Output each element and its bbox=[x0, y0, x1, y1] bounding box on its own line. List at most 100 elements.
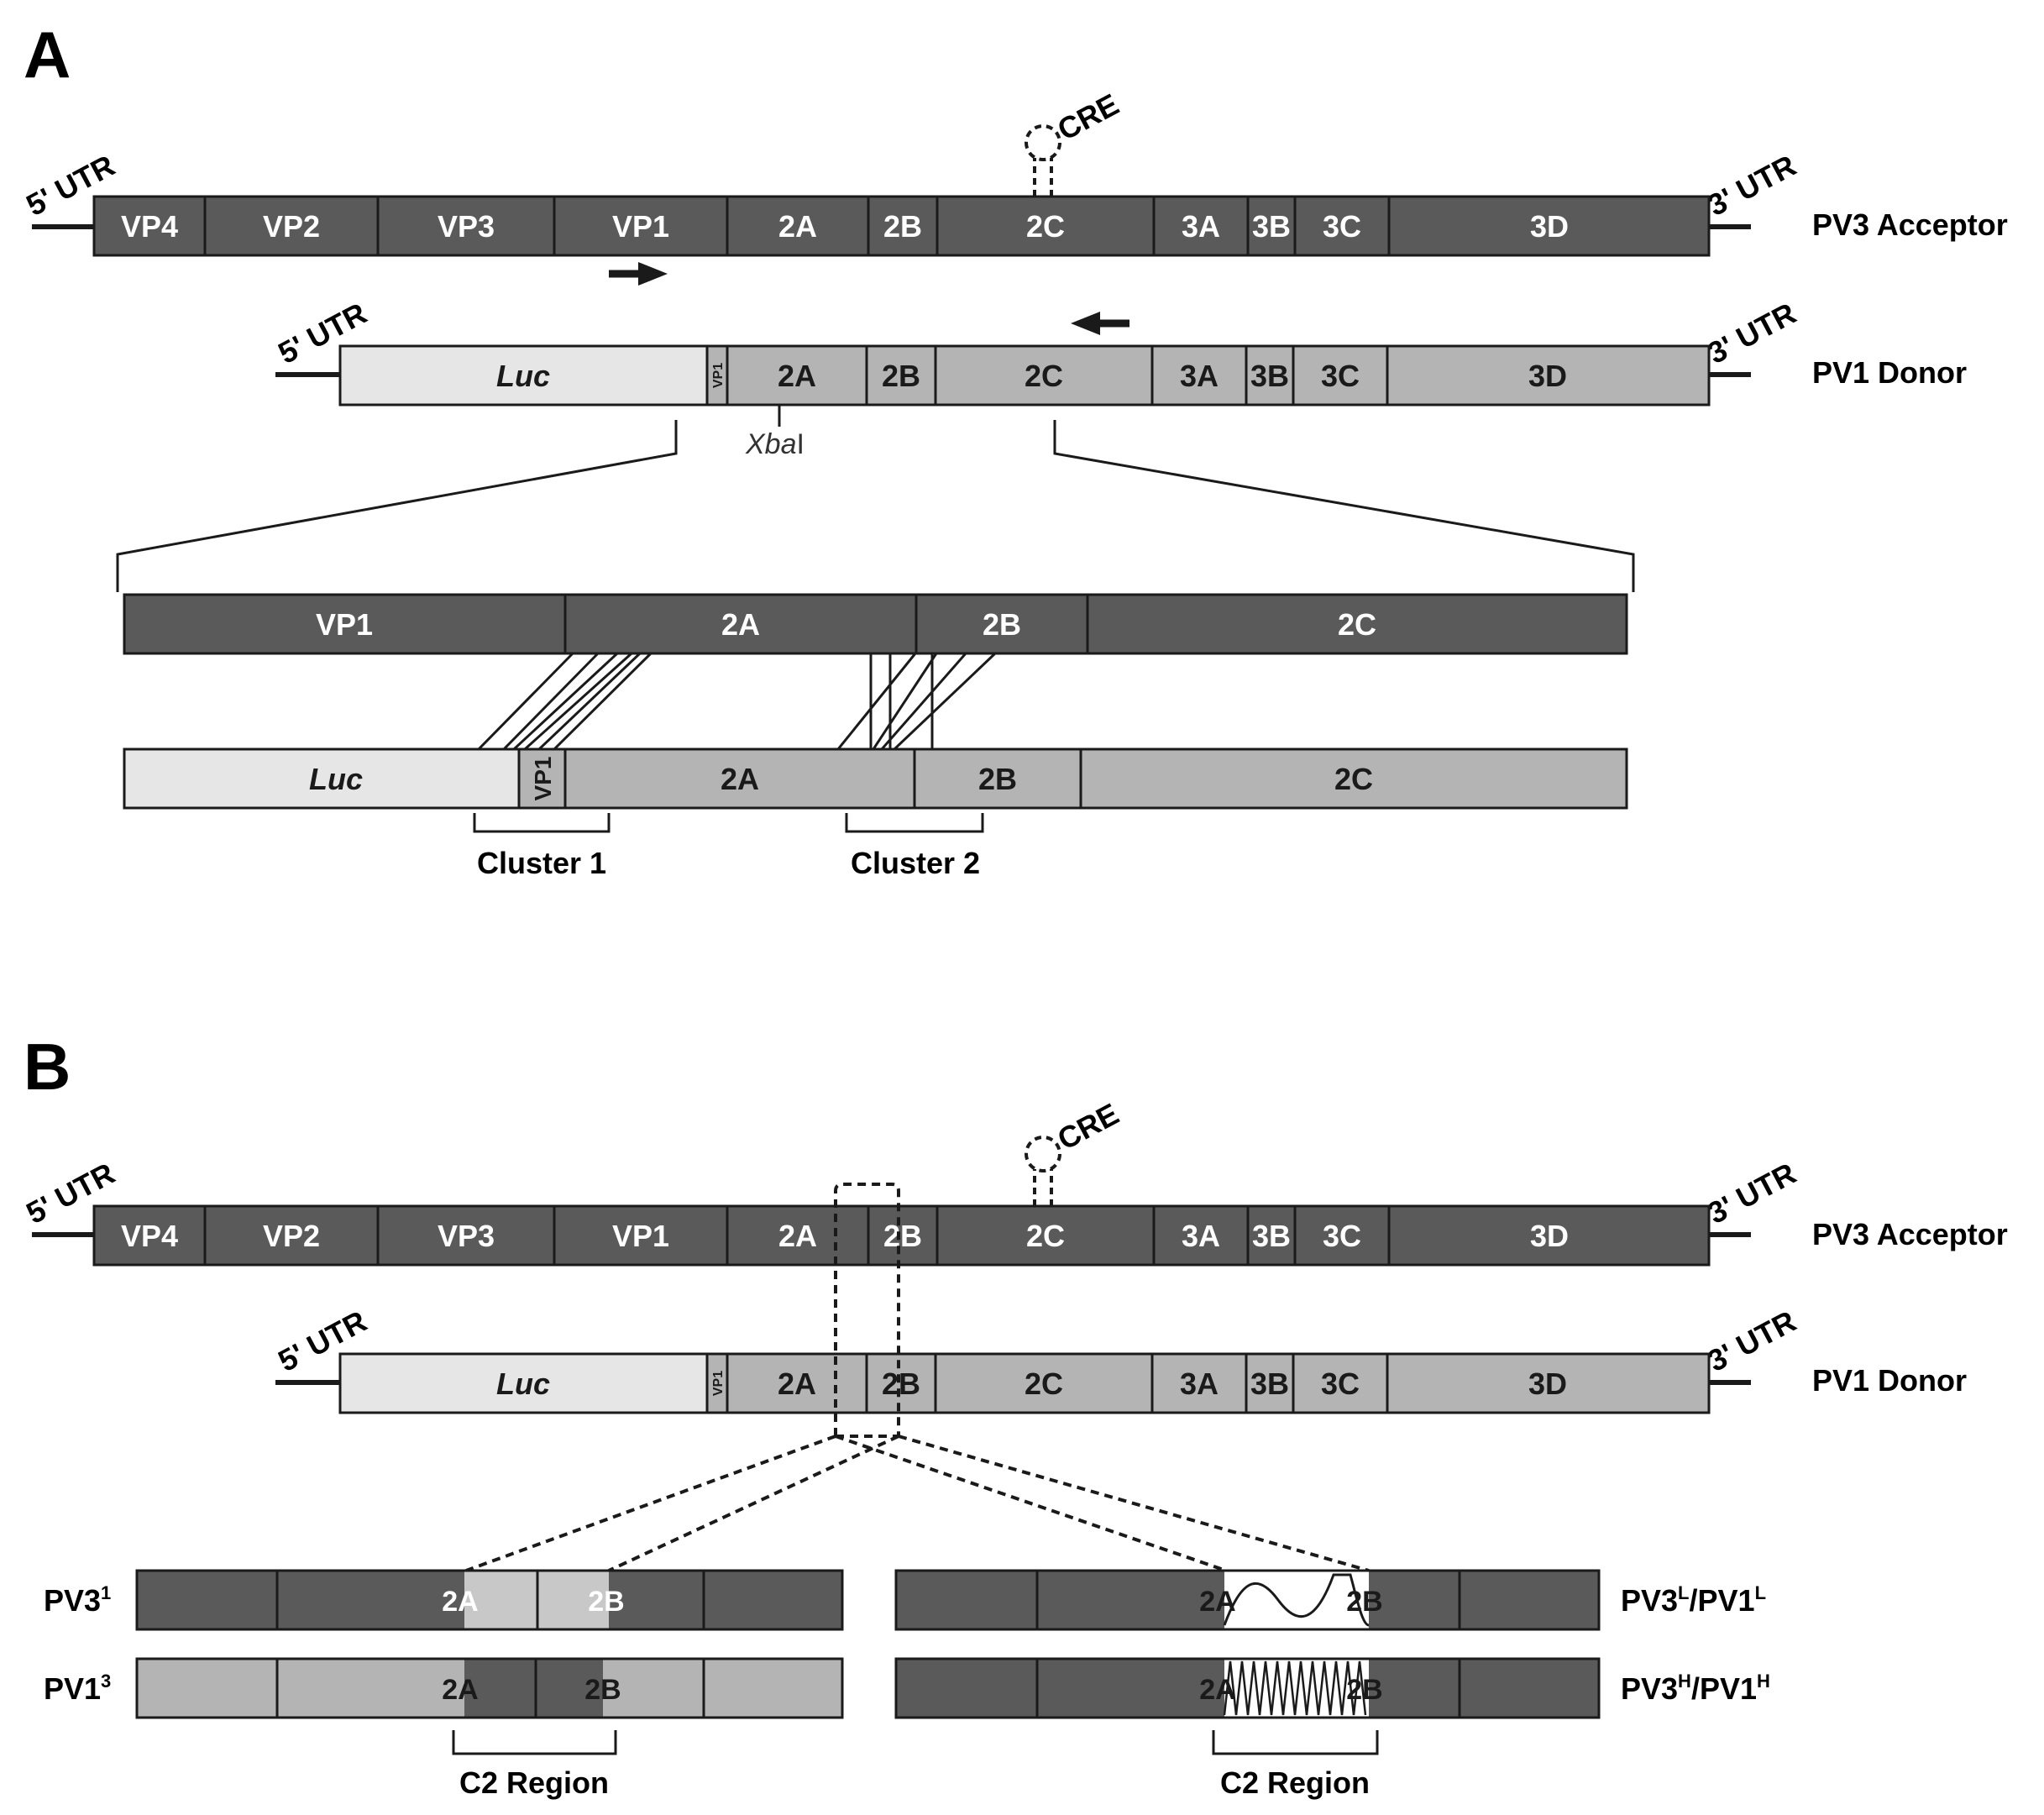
construct-pv1-3: 2A 2B PV13 bbox=[44, 1657, 844, 1719]
segment-label: 2C bbox=[1025, 359, 1063, 393]
segment-label: 2B bbox=[882, 359, 920, 393]
segment-label: VP4 bbox=[121, 209, 178, 244]
segment-label: VP3 bbox=[438, 209, 495, 244]
segment-label: 2C bbox=[1025, 1366, 1063, 1401]
region-label: 2A bbox=[442, 1586, 478, 1618]
segment-label: Luc bbox=[496, 1366, 550, 1401]
c2-region-label: C2 Region bbox=[459, 1765, 609, 1800]
reverse-primer-arrow-icon bbox=[1071, 312, 1129, 335]
region-label: 2B bbox=[1346, 1586, 1382, 1618]
segment-label: 3C bbox=[1321, 359, 1360, 393]
segment-label: 3C bbox=[1321, 1366, 1360, 1401]
utr-3-label: 3' UTR bbox=[1702, 296, 1802, 370]
construct-pv3l-pv1l: 2A 2B PV3L/PV1L bbox=[894, 1569, 1766, 1631]
segment-label: VP2 bbox=[263, 209, 320, 244]
panel-label-b: B bbox=[24, 1030, 71, 1104]
cre-hairpin-icon bbox=[1025, 124, 1061, 197]
segment-label: VP3 bbox=[438, 1219, 495, 1253]
construct-name: PV13 bbox=[44, 1671, 111, 1706]
segment-label: VP4 bbox=[121, 1219, 178, 1253]
cre-hairpin-icon bbox=[1025, 1136, 1061, 1206]
donor-genome-a: 5' UTR 3' UTR Luc VP1 2A 2B 2C 3A 3B 3C … bbox=[273, 296, 1967, 407]
segment-label: 3B bbox=[1250, 359, 1289, 393]
utr-3-label: 3' UTR bbox=[1702, 1304, 1802, 1378]
segment-label: 2C bbox=[1026, 1219, 1065, 1253]
segment-label: 3D bbox=[1530, 209, 1569, 244]
segment-label: 2B bbox=[983, 607, 1021, 642]
dashed-zoom-lines bbox=[465, 1183, 1370, 1572]
utr-3-label: 3' UTR bbox=[1702, 148, 1802, 223]
segment-label: 3B bbox=[1250, 1366, 1289, 1401]
region-label: 2B bbox=[584, 1674, 621, 1706]
acceptor-genome-a: 5' UTR 3' UTR VP4 VP2 VP3 VP1 2A 2B 2C 3… bbox=[21, 148, 2008, 257]
segment-label: VP1 bbox=[711, 1371, 726, 1396]
segment-label: 2B bbox=[883, 1219, 922, 1253]
segment-label: VP1 bbox=[530, 757, 556, 801]
cre-label: CRE bbox=[1052, 1096, 1124, 1157]
construct-name: PV3H/PV1H bbox=[1621, 1671, 1770, 1706]
segment-label: 3A bbox=[1182, 1219, 1220, 1253]
segment-label: 3D bbox=[1530, 1219, 1569, 1253]
cluster-brackets bbox=[473, 813, 984, 833]
cluster-label: Cluster 2 bbox=[851, 846, 980, 880]
segment-label: 3B bbox=[1252, 1219, 1291, 1253]
construct-name: PV3L/PV1L bbox=[1621, 1582, 1766, 1618]
segment-label: 2C bbox=[1026, 209, 1065, 244]
segment-label: Luc bbox=[496, 359, 550, 393]
segment-label: 3C bbox=[1323, 209, 1361, 244]
crossover-lines bbox=[477, 652, 997, 751]
segment-label: VP1 bbox=[316, 607, 373, 642]
expanded-donor: Luc VP1 2A 2B 2C bbox=[123, 748, 1628, 810]
high-frequency-wave-icon bbox=[1223, 1660, 1367, 1716]
region-label: 2B bbox=[588, 1586, 624, 1618]
genome-name: PV1 Donor bbox=[1812, 355, 1967, 390]
segment-label: 3A bbox=[1182, 209, 1220, 244]
segment-label: 3A bbox=[1180, 1366, 1219, 1401]
region-label: 2B bbox=[1346, 1674, 1382, 1706]
utr-3-label: 3' UTR bbox=[1702, 1156, 1802, 1230]
cre-label: CRE bbox=[1052, 87, 1124, 147]
cluster-label: Cluster 1 bbox=[477, 846, 606, 880]
segment-label: 2C bbox=[1334, 762, 1373, 796]
region-label: 2A bbox=[1199, 1674, 1235, 1706]
restriction-site-label: XbaI bbox=[745, 428, 804, 460]
construct-name: PV31 bbox=[44, 1582, 111, 1618]
genome-name: PV3 Acceptor bbox=[1812, 207, 2008, 242]
segment-label: 2A bbox=[778, 1219, 817, 1253]
c2-region-brackets bbox=[452, 1730, 1379, 1755]
segment-label: VP1 bbox=[711, 363, 726, 388]
segment-label: 2C bbox=[1338, 607, 1376, 642]
segment-label: 3D bbox=[1528, 359, 1567, 393]
segment-label: 2A bbox=[721, 762, 759, 796]
segment-label: 2A bbox=[778, 359, 816, 393]
region-label: 2A bbox=[1199, 1586, 1235, 1618]
segment-label: 3A bbox=[1180, 359, 1219, 393]
segment-label: 3C bbox=[1323, 1219, 1361, 1253]
genome-name: PV3 Acceptor bbox=[1812, 1217, 2008, 1251]
segment-label: 2B bbox=[882, 1366, 920, 1401]
segment-label: Luc bbox=[309, 762, 363, 796]
genome-name: PV1 Donor bbox=[1812, 1363, 1967, 1398]
c2-region-label: C2 Region bbox=[1220, 1765, 1370, 1800]
segment-label: 2B bbox=[978, 762, 1017, 796]
segment-label: VP2 bbox=[263, 1219, 320, 1253]
panel-label-a: A bbox=[24, 18, 71, 92]
donor-genome-b: 5' UTR 3' UTR Luc VP1 2A 2B 2C 3A 3B 3C … bbox=[273, 1304, 1967, 1414]
segment-label: 2B bbox=[883, 209, 922, 244]
segment-label: 2A bbox=[778, 1366, 816, 1401]
zoom-lines bbox=[116, 420, 1635, 592]
acceptor-genome-b: 5' UTR 3' UTR VP4 VP2 VP3 VP1 2A 2B 2C 3… bbox=[21, 1156, 2008, 1267]
segment-label: 3B bbox=[1252, 209, 1291, 244]
segment-label: VP1 bbox=[612, 1219, 669, 1253]
segment-label: VP1 bbox=[612, 209, 669, 244]
low-frequency-wave-icon bbox=[1223, 1573, 1370, 1627]
segment-label: 2A bbox=[778, 209, 817, 244]
construct-pv3-1: 2A 2B PV31 bbox=[44, 1569, 844, 1631]
forward-primer-arrow-icon bbox=[609, 262, 668, 286]
region-label: 2A bbox=[442, 1674, 478, 1706]
construct-pv3h-pv1h: 2A 2B PV3H/PV1H bbox=[894, 1657, 1770, 1719]
expanded-acceptor: VP1 2A 2B 2C bbox=[123, 593, 1628, 655]
segment-label: 3D bbox=[1528, 1366, 1567, 1401]
segment-label: 2A bbox=[721, 607, 760, 642]
